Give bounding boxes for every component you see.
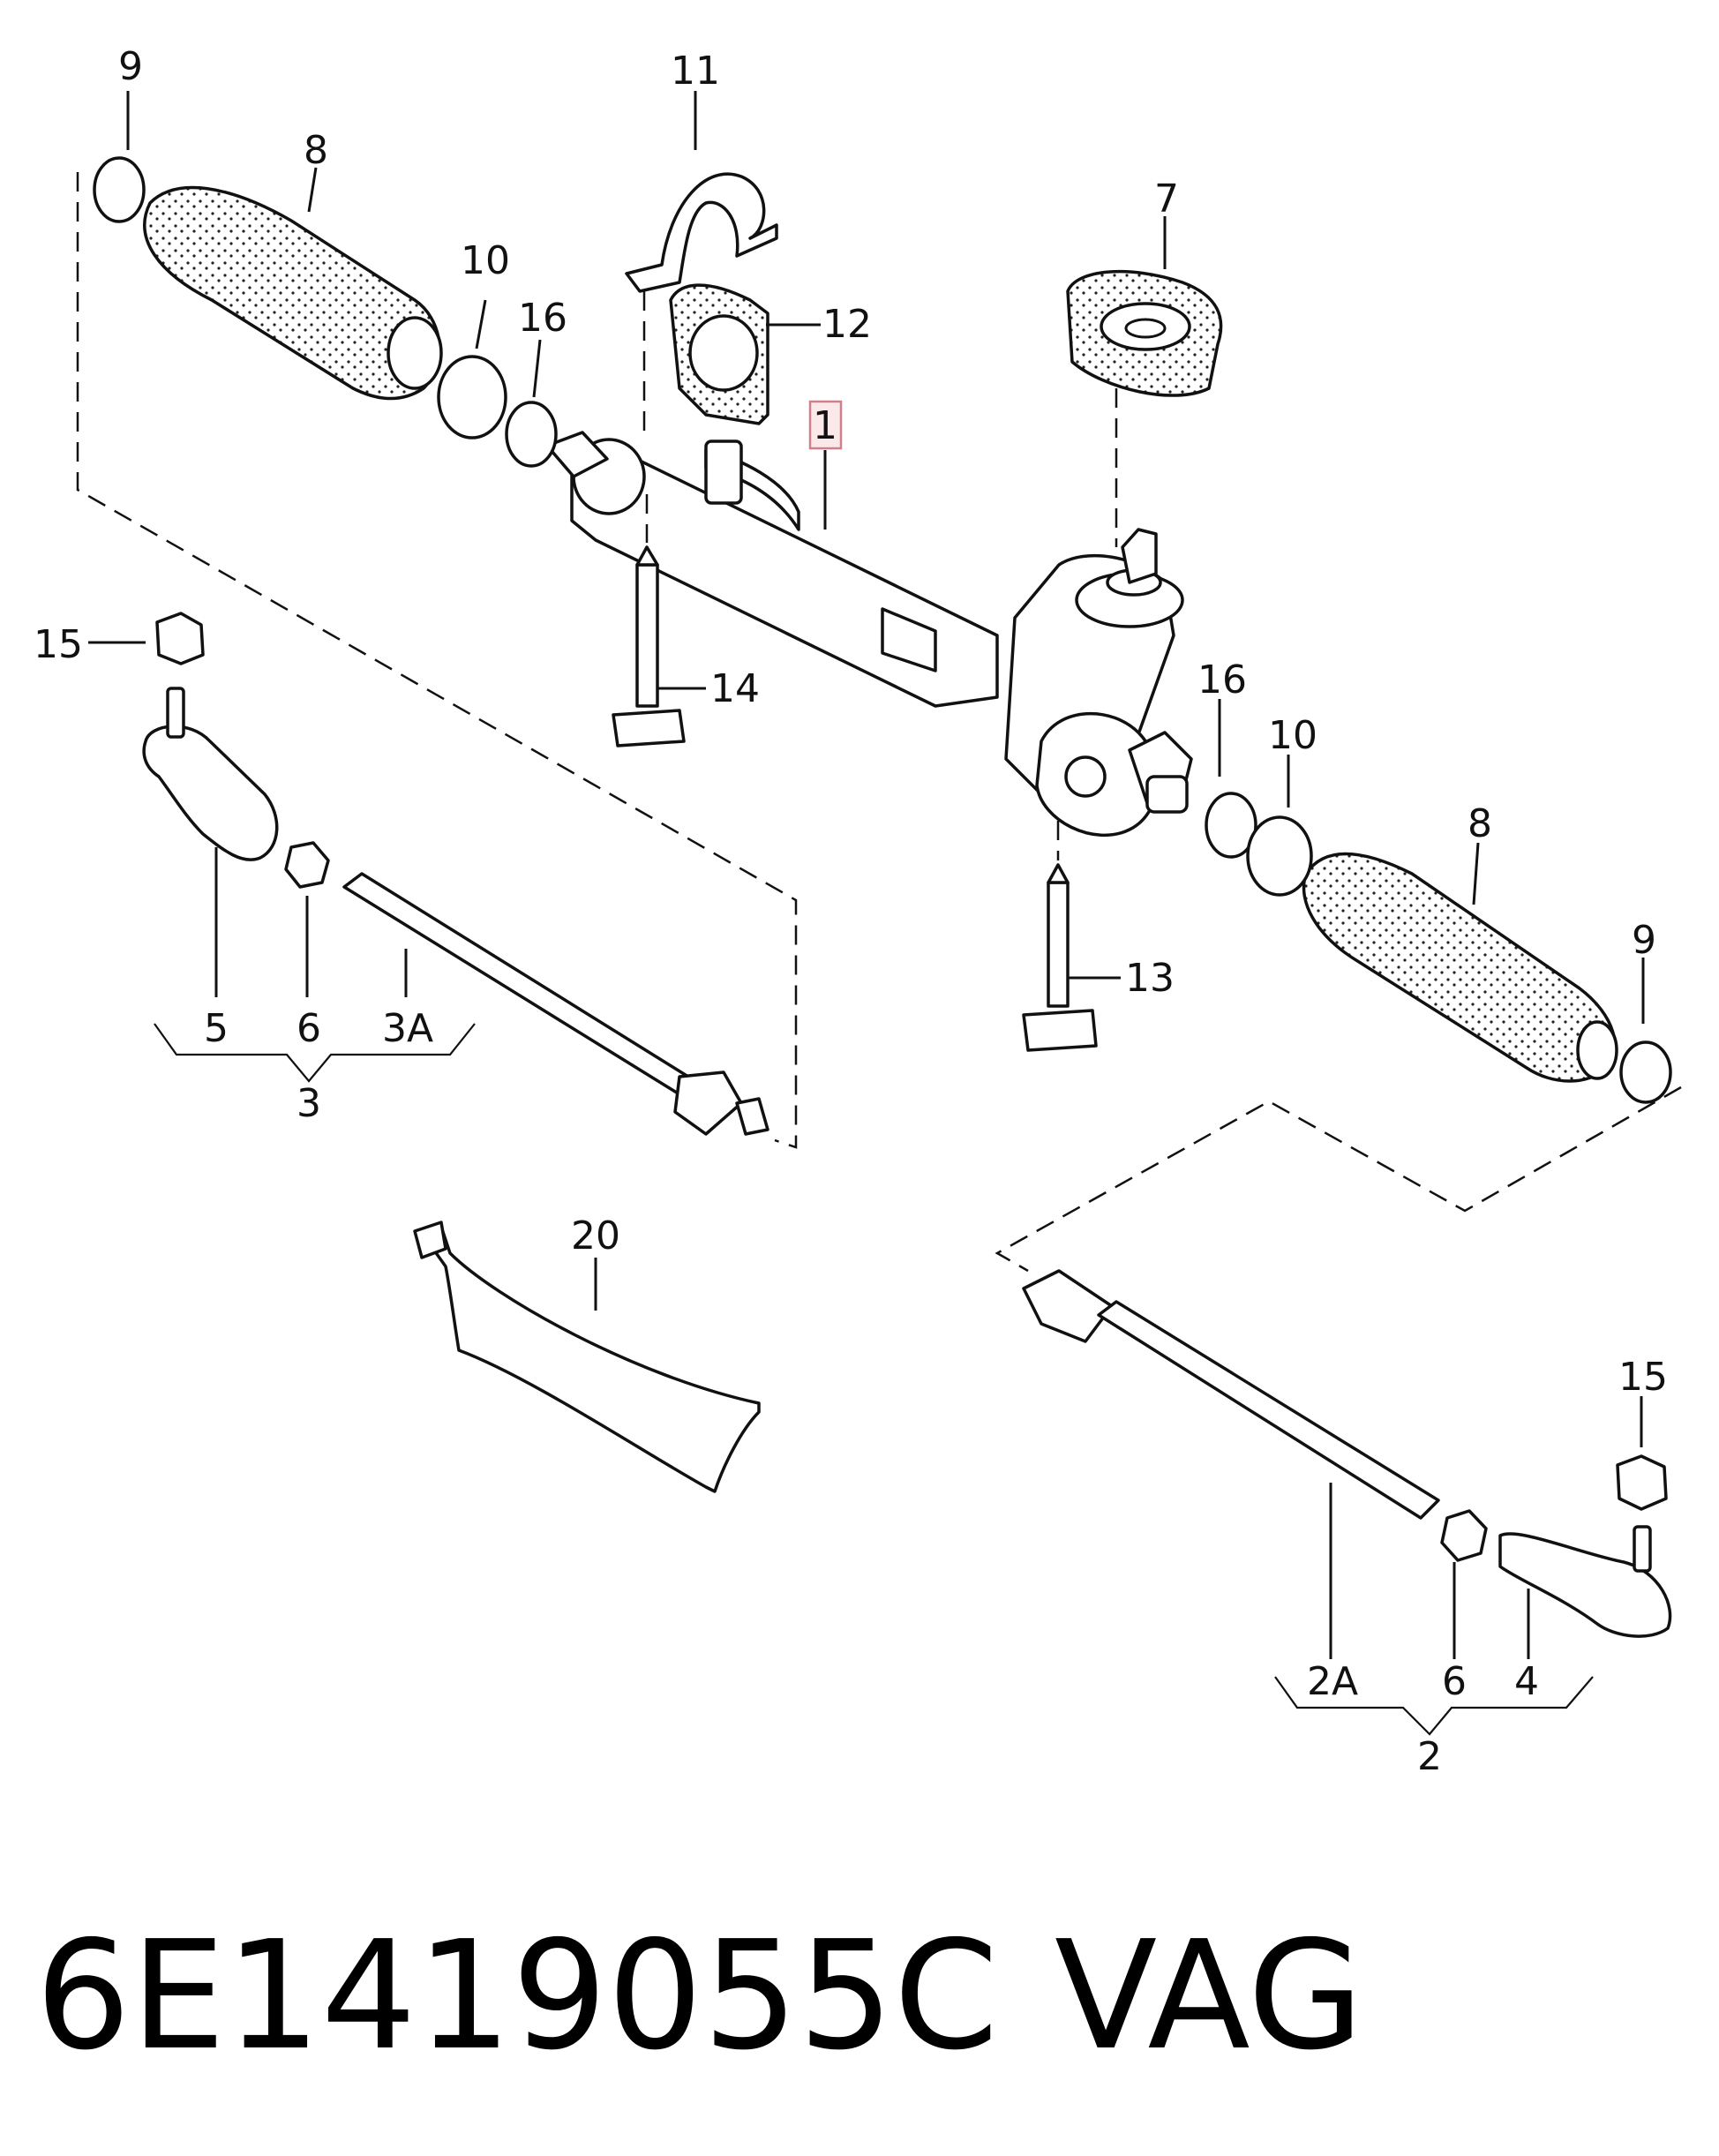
callout-8-left: 8 (304, 128, 328, 173)
boot-clamp-large-right (1246, 815, 1313, 897)
callout-10-right: 10 (1268, 713, 1317, 758)
leader-lines (88, 91, 1645, 1736)
steering-boot-left (143, 185, 443, 401)
tie-rod-end-right (1498, 1532, 1672, 1638)
callout-16-right: 16 (1197, 657, 1247, 702)
brand-caption: VAG (1055, 1909, 1363, 2084)
callout-2a: 2A (1307, 1659, 1358, 1704)
mounting-bolt-14 (612, 545, 686, 747)
castle-nut-left (155, 612, 205, 665)
inner-tie-rod-right (1022, 1269, 1440, 1520)
callout-15-left: 15 (34, 622, 83, 667)
callout-9-left: 9 (118, 44, 143, 89)
callout-20: 20 (571, 1213, 620, 1258)
callout-8-right: 8 (1468, 801, 1492, 846)
lock-nut-right (1440, 1509, 1488, 1562)
steering-rack-housing (545, 431, 1193, 838)
callout-9-right: 9 (1632, 918, 1656, 963)
o-ring-left (505, 401, 558, 468)
callout-12: 12 (822, 302, 872, 347)
callout-3a: 3A (382, 1006, 433, 1051)
callouts: 1 2 2A 3 3A 4 5 6 6 7 8 8 9 9 10 10 11 1… (34, 44, 1668, 1779)
assembly-outline-left (76, 172, 798, 1149)
boot-clamp-small-left (93, 156, 146, 223)
tie-rod-end-left (142, 725, 279, 861)
inner-tie-rod-left (342, 872, 769, 1136)
grease-tube (422, 1225, 761, 1493)
callout-2: 2 (1417, 1734, 1442, 1779)
highlight-box-part-1 (808, 400, 843, 450)
callout-15-right: 15 (1618, 1355, 1668, 1400)
steering-boot-right (1302, 852, 1618, 1083)
callout-6-left: 6 (297, 1006, 321, 1051)
callout-4: 4 (1514, 1659, 1539, 1704)
boot-clamp-small-right (1619, 1040, 1672, 1104)
callout-14: 14 (710, 666, 760, 711)
callout-5: 5 (204, 1006, 229, 1051)
callout-11: 11 (671, 49, 720, 94)
callout-1: 1 (813, 403, 837, 448)
callout-7: 7 (1154, 177, 1179, 222)
callout-6-right: 6 (1442, 1659, 1467, 1704)
castle-nut-right (1616, 1454, 1668, 1511)
mounting-bolt-13 (1022, 863, 1098, 1052)
callout-16-left: 16 (518, 296, 567, 341)
mounting-clamp (625, 172, 778, 293)
callout-13: 13 (1125, 956, 1175, 1001)
part-number-caption: 6E1419055C (35, 1909, 998, 2084)
boot-clamp-large-left (437, 355, 507, 439)
callout-3: 3 (297, 1081, 321, 1126)
callout-10-left: 10 (461, 238, 510, 283)
lock-nut-left (284, 841, 330, 889)
o-ring-right (1205, 792, 1257, 859)
assembly-outline-right (995, 1086, 1682, 1273)
